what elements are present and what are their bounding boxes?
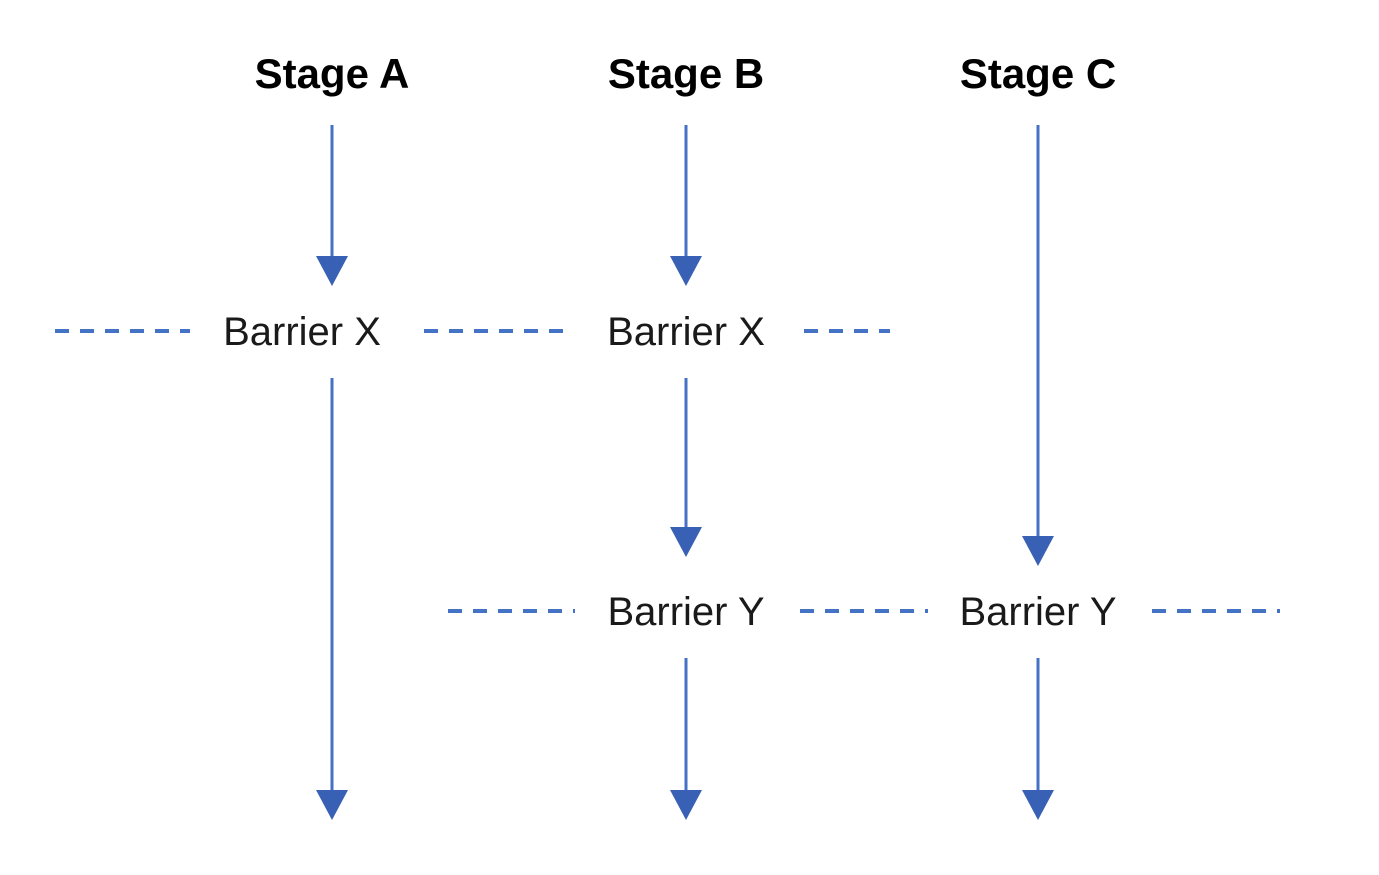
barrier-x-row: Barrier X Barrier X — [55, 310, 890, 354]
arrow-head-icon — [316, 256, 348, 286]
arrow-stage-b-to-barrier-x — [670, 125, 702, 286]
arrow-group-top — [316, 125, 1054, 566]
arrow-barrier-y-onward-stage-b — [670, 658, 702, 820]
stage-header-a: Stage A — [255, 50, 410, 97]
stage-header-c: Stage C — [960, 50, 1116, 97]
stage-header-b: Stage B — [608, 50, 764, 97]
arrow-head-icon — [670, 256, 702, 286]
barrier-y-row: Barrier Y Barrier Y — [448, 590, 1280, 634]
barrier-label-x-stage-b: Barrier X — [607, 310, 765, 354]
arrow-stage-a-to-barrier-x — [316, 125, 348, 286]
arrow-head-icon — [1022, 536, 1054, 566]
arrow-group-middle — [316, 378, 702, 820]
arrow-barrier-x-onward-stage-a — [316, 378, 348, 820]
arrow-head-icon — [1022, 790, 1054, 820]
arrow-group-bottom — [670, 658, 1054, 820]
arrow-stage-c-to-barrier-y — [1022, 125, 1054, 566]
arrow-head-icon — [670, 527, 702, 557]
arrow-head-icon — [316, 790, 348, 820]
barrier-label-y-stage-c: Barrier Y — [959, 590, 1116, 634]
barrier-label-y-stage-b: Barrier Y — [607, 590, 764, 634]
barrier-label-x-stage-a: Barrier X — [223, 310, 381, 354]
arrow-barrier-y-onward-stage-c — [1022, 658, 1054, 820]
arrow-barrier-x-to-barrier-y-stage-b — [670, 378, 702, 557]
stage-headers: Stage A Stage B Stage C — [255, 50, 1117, 97]
arrow-head-icon — [670, 790, 702, 820]
